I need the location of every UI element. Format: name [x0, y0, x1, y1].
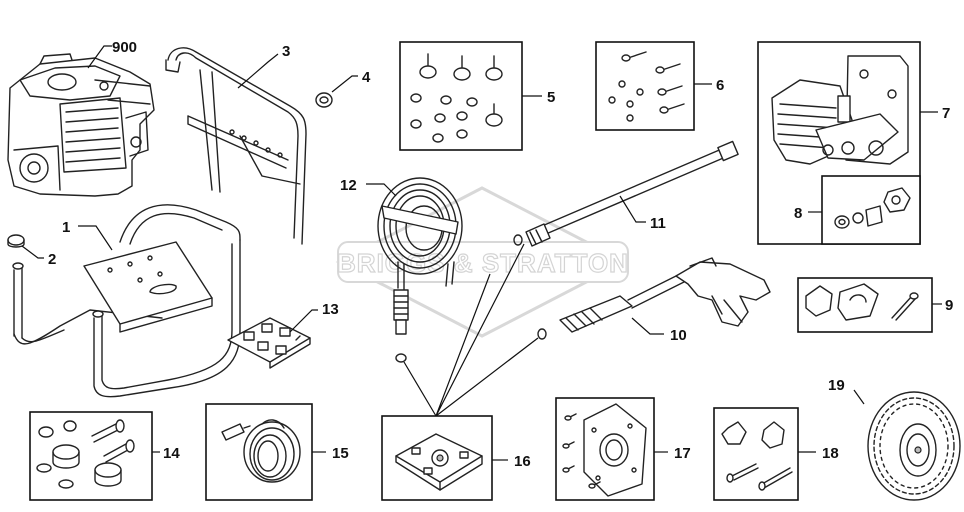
callout-pump-mount-plate-kit: 17 — [674, 445, 691, 462]
part-engine[interactable] — [7, 53, 155, 197]
part-handle[interactable] — [165, 47, 307, 245]
callout-foot-cap: 2 — [48, 251, 56, 268]
part-frame[interactable] — [12, 204, 241, 398]
leader-foot-cap — [21, 245, 44, 259]
kit-box-knobs[interactable] — [713, 407, 799, 501]
leader-handle-knob — [331, 75, 358, 93]
part-pump-mount-plate — [562, 403, 647, 497]
leader-wheel — [853, 389, 865, 405]
part-hose-hook — [805, 283, 919, 321]
part-wand[interactable] — [513, 140, 739, 247]
part-high-pressure-hose[interactable] — [377, 177, 463, 363]
callout-pump: 7 — [942, 105, 950, 122]
callout-engine-mount-kit: 14 — [163, 445, 180, 462]
part-nozzle-kit[interactable] — [227, 317, 311, 369]
leader-wand — [619, 195, 646, 223]
callout-engine: 900 — [112, 39, 137, 56]
callout-frame: 1 — [62, 219, 70, 236]
leader-hose — [366, 183, 397, 197]
kit-box-engine-mount[interactable] — [29, 411, 153, 501]
leader-nozzle-holder-targets — [403, 243, 539, 417]
part-pump — [771, 55, 909, 165]
part-handle-knob[interactable] — [315, 92, 333, 108]
kit-box-handle-bolts[interactable] — [595, 41, 695, 131]
callout-hose-hook-kit: 9 — [945, 297, 953, 314]
part-foot-cap[interactable] — [7, 234, 25, 248]
callout-nozzle-kit: 13 — [322, 301, 339, 318]
part-knobs — [721, 421, 793, 491]
part-nozzle-holder — [395, 433, 483, 491]
part-pump-valves — [834, 187, 911, 229]
part-cleaning-kit — [221, 419, 301, 483]
callout-handle-bolt-kit: 6 — [716, 77, 724, 94]
callout-pump-valve-kit: 8 — [794, 205, 802, 222]
callout-nozzle-holder-kit: 16 — [514, 453, 531, 470]
part-spray-gun[interactable] — [537, 257, 771, 340]
leader-nozzle-kit — [289, 309, 318, 333]
leader-spray-gun — [631, 317, 664, 335]
watermark-text: BRIGGS & STRATTON — [337, 248, 629, 278]
callout-wheel: 19 — [828, 377, 845, 394]
leader-handle — [237, 53, 279, 89]
callout-engine-isolator-kit: 5 — [547, 89, 555, 106]
leader-engine — [87, 45, 112, 69]
part-handle-bolts — [608, 51, 685, 122]
callout-high-pressure-hose: 12 — [340, 177, 357, 194]
callout-knob-kit: 18 — [822, 445, 839, 462]
callout-cleaning-kit: 15 — [332, 445, 349, 462]
callout-spray-gun: 10 — [670, 327, 687, 344]
leader-frame — [78, 225, 113, 251]
part-engine-isolators — [410, 53, 503, 143]
callout-handle-knob: 4 — [362, 69, 371, 86]
callout-wand: 11 — [650, 215, 666, 232]
part-wheel[interactable] — [867, 391, 961, 501]
part-engine-mount — [36, 419, 135, 489]
callout-handle: 3 — [282, 43, 290, 60]
